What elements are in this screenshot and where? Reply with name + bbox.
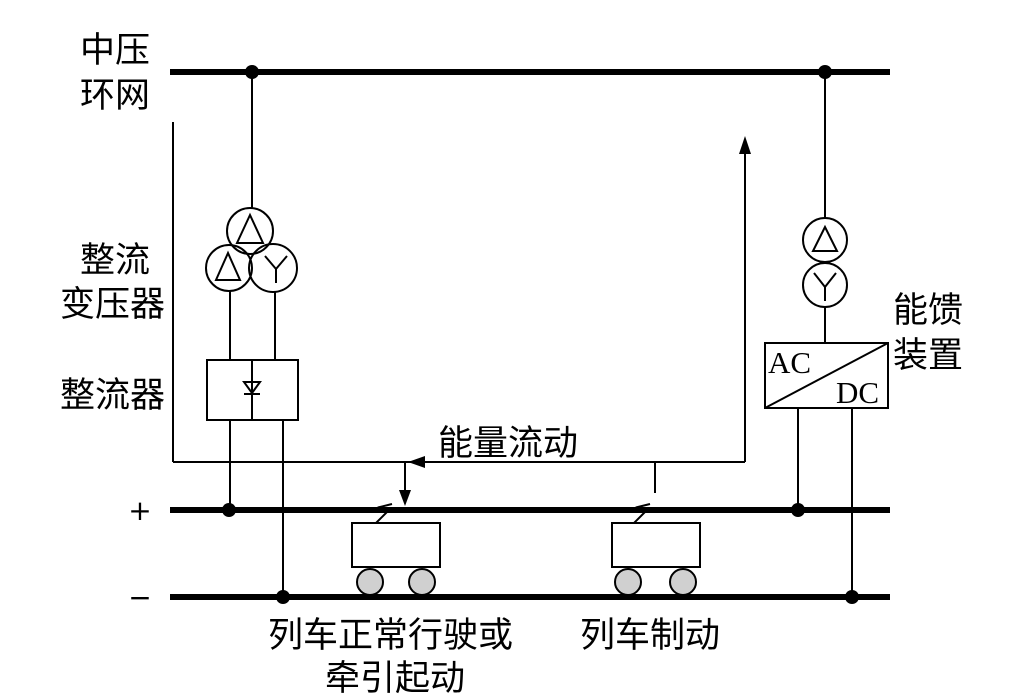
junction-dot-negative-right <box>845 590 859 604</box>
train-icon <box>611 522 701 568</box>
energy-flow-up-arrowhead <box>739 136 751 154</box>
grid-label-line1: 中压 <box>80 31 150 71</box>
positive-bus-label: + <box>128 494 151 527</box>
energy-flow-path <box>172 122 751 506</box>
feedback-transformer <box>802 217 848 308</box>
train-wheel-front <box>614 568 642 596</box>
rectifier-transformer <box>205 207 298 293</box>
wye-winding-icon <box>813 272 837 289</box>
delta-winding-icon <box>811 224 839 252</box>
grid-label-line2: 环网 <box>80 76 150 116</box>
wye-winding-icon <box>264 255 288 271</box>
converter-box <box>764 342 889 409</box>
diode-icon <box>242 381 262 395</box>
rectifier <box>206 359 299 421</box>
train-traction-label-line1: 列车正常行驶或 <box>268 616 513 656</box>
feedback-branch: AC DC <box>764 65 889 604</box>
feedback-device-label-line1: 能馈 <box>893 291 963 331</box>
converter-ac-label: AC <box>768 345 811 380</box>
pantograph-icon <box>375 503 393 524</box>
transformer-winding-secondary-right <box>248 243 298 293</box>
labels: 中压 环网 整流 变压器 整流器 能量流动 + − 列车正常行驶或 牵引起动 列… <box>60 31 963 699</box>
rectifier-transformer-label-line1: 整流 <box>80 241 150 281</box>
train-braking-label: 列车制动 <box>580 616 720 656</box>
train-wheel-front <box>356 568 384 596</box>
train-icon <box>351 522 441 568</box>
train-traction-label-line2: 牵引起动 <box>325 659 465 699</box>
train-traction <box>351 503 441 596</box>
converter-dc-label: DC <box>836 375 879 410</box>
rectifier-branch <box>205 65 299 604</box>
energy-flow-down-arrowhead <box>399 490 411 506</box>
negative-bus-label: − <box>128 581 151 614</box>
junction-dot-positive-right <box>791 503 805 517</box>
train-braking <box>611 503 701 596</box>
train-wheel-rear <box>408 568 436 596</box>
ac-dc-converter: AC DC <box>764 342 889 410</box>
delta-winding-icon <box>235 212 265 244</box>
junction-dot-positive-left <box>222 503 236 517</box>
rectifier-transformer-label-line2: 变压器 <box>60 285 165 325</box>
pantograph-icon <box>633 503 651 524</box>
junction-dot-negative-left <box>276 590 290 604</box>
transformer-winding-secondary-left <box>205 244 253 292</box>
train-wheel-rear <box>669 568 697 596</box>
feedback-device-label-line2: 装置 <box>893 336 963 376</box>
delta-winding-icon <box>214 250 242 281</box>
rectifier-label: 整流器 <box>60 376 165 416</box>
transformer-winding-primary <box>226 207 274 255</box>
energy-flow-label: 能量流动 <box>438 424 578 464</box>
energy-flow-left-arrowhead <box>408 456 425 468</box>
converter-diagonal <box>764 342 889 409</box>
feedback-transformer-winding-primary <box>802 217 848 263</box>
